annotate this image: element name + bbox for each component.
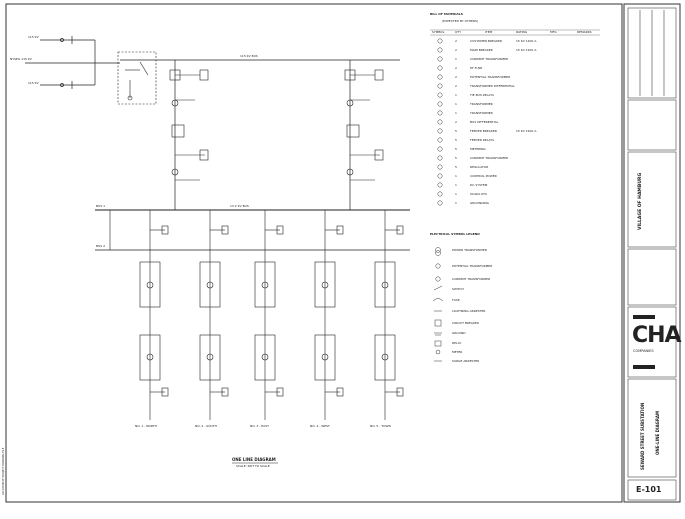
bom-cell: 2 [455,48,457,52]
bom-col-qty: QTY [455,30,462,34]
bom-col-mfg: MFG [550,30,557,34]
bom-cell: PT FUSE [470,66,483,70]
bom-cell: FEEDER RELAYS [470,138,495,142]
bom-cell: 1 [455,174,457,178]
legend-item: POTENTIAL TRANSFORMER [452,264,493,268]
legend-heading: ELECTRICAL SYMBOL LEGEND [430,232,480,236]
feeder-label-2: NO. 2 - SOUTH [195,424,217,428]
bom-col-item: ITEM [485,30,493,34]
bom-subheading: (EXPECTED BY OTHERS) [442,19,479,23]
bom-cell: CONTROL POWER [470,174,497,178]
firm-name: CHA [632,323,682,348]
legend-item: FUSE [452,298,460,302]
drawing-title: ONE LINE DIAGRAM [232,457,276,462]
legend-item: POWER TRANSFORMER [452,248,487,252]
bom-heading: BILL OF MATERIALS [430,12,463,16]
upper-equipment [169,69,384,181]
bom-table-lines [430,29,600,36]
legend-item: SURGE ARRESTER [452,359,480,363]
legend-item: GROUND [452,331,466,335]
legend-item: METER [452,350,463,354]
bus-1-label: BUS 1 [96,204,106,208]
utility-label: NYSEG 115 KV [10,57,32,61]
bom-cell: REGULATOR [470,165,489,169]
bom-cell: 1 [455,192,457,196]
bom-cell: 1 [455,183,457,187]
upper-bus-label: 115 KV BUS [240,54,258,58]
bom-cell: FEEDER BREAKER [470,129,497,133]
bom-cell: 5 [455,147,457,151]
bom-cell: DC SYSTEM [470,183,488,187]
incoming-label-2: 115 KV [28,81,39,85]
bom-cell: SCADA RTU [470,192,488,196]
bom-cell: TRANSFORMER DIFFERENTIAL [470,84,515,88]
bom-cell: MAIN BREAKER [470,48,493,52]
drawing-subtitle: SCALE: NOT TO SCALE [236,464,270,468]
bom-cell: GROUNDING [470,201,489,205]
firm-sub: COMPANIES [633,349,654,353]
bom-cell: 5 [455,138,457,142]
bom-cell: 2 [455,120,457,124]
bom-cell: 1 [455,57,457,61]
incoming-label-1: 115 KV [28,35,39,39]
bom-col-rating: RATING [516,30,528,34]
legend-item: SWITCH [452,287,464,291]
feeder-label-5: NO. 5 - TOWN [370,424,391,428]
bom-cell: TRANSFORMER [470,102,493,106]
bom-cell: TIE BUS RELAYS [470,93,494,97]
sheet-title: ONE-LINE DIAGRAM [655,411,660,455]
bom-symbols [437,38,443,206]
legend-symbols [432,247,444,362]
feeder-label-4: NO. 4 - WEST [310,424,330,428]
bom-cell: 2 [455,66,457,70]
bom-col-symbol: SYMBOL [432,30,445,34]
bom-cell: 5 [455,156,457,160]
lower-bus-label: 13.2 KV BUS [230,204,249,208]
bom-cell: 2 [455,75,457,79]
title-block [627,7,677,501]
feeder-circuits [139,210,404,420]
incoming-lines [25,36,120,89]
bom-col-remarks: REMARKS [577,30,592,34]
bom-cell: 1 [455,201,457,205]
bom-cell: CURRENT TRANSFORMER [470,57,509,61]
bom-cell: 1 [455,93,457,97]
bom-cell: 15 KV 1200 A [516,39,537,43]
bus-2-label: BUS 2 [96,244,106,248]
bom-cell: 2 [455,39,457,43]
bom-cell: BUS DIFFERENTIAL [470,120,499,124]
legend-item: LIGHTNING ARRESTER [452,309,486,313]
bom-cell: 15 KV 1200 A [516,48,537,52]
cha-logo [633,315,655,369]
legend-item: CIRCUIT BREAKER [452,321,479,325]
bom-cell: 1 [455,111,457,115]
bom-cell: TRANSFORMER [470,111,493,115]
side-note: LOCATION OF PROJECT DRAWING FILE [2,447,5,495]
feeder-label-1: NO. 1 - NORTH [135,424,157,428]
legend-item: RELAY [452,341,462,345]
bom-cell: 15 KV 1200 A [516,129,537,133]
metering-cabinet [117,51,157,105]
feeder-label-3: NO. 3 - EAST [250,424,269,428]
client-name: VILLAGE OF HAMBURG [638,172,643,230]
bom-cell: 5 [455,165,457,169]
project-title: SEWARD STREET SUBSTATION [640,402,645,470]
bom-cell: 1 [455,102,457,106]
bom-cell: 5 [455,129,457,133]
bom-cell: CUSTOMER BREAKER [470,39,502,43]
sheet-number: E-101 [636,485,662,494]
legend-item: CURRENT TRANSFORMER [452,277,491,281]
bom-cell: CURRENT TRANSFORMER [470,156,509,160]
bom-cell: METERING [470,147,486,151]
bom-cell: POTENTIAL TRANSFORMER [470,75,511,79]
bom-cell: 2 [455,84,457,88]
